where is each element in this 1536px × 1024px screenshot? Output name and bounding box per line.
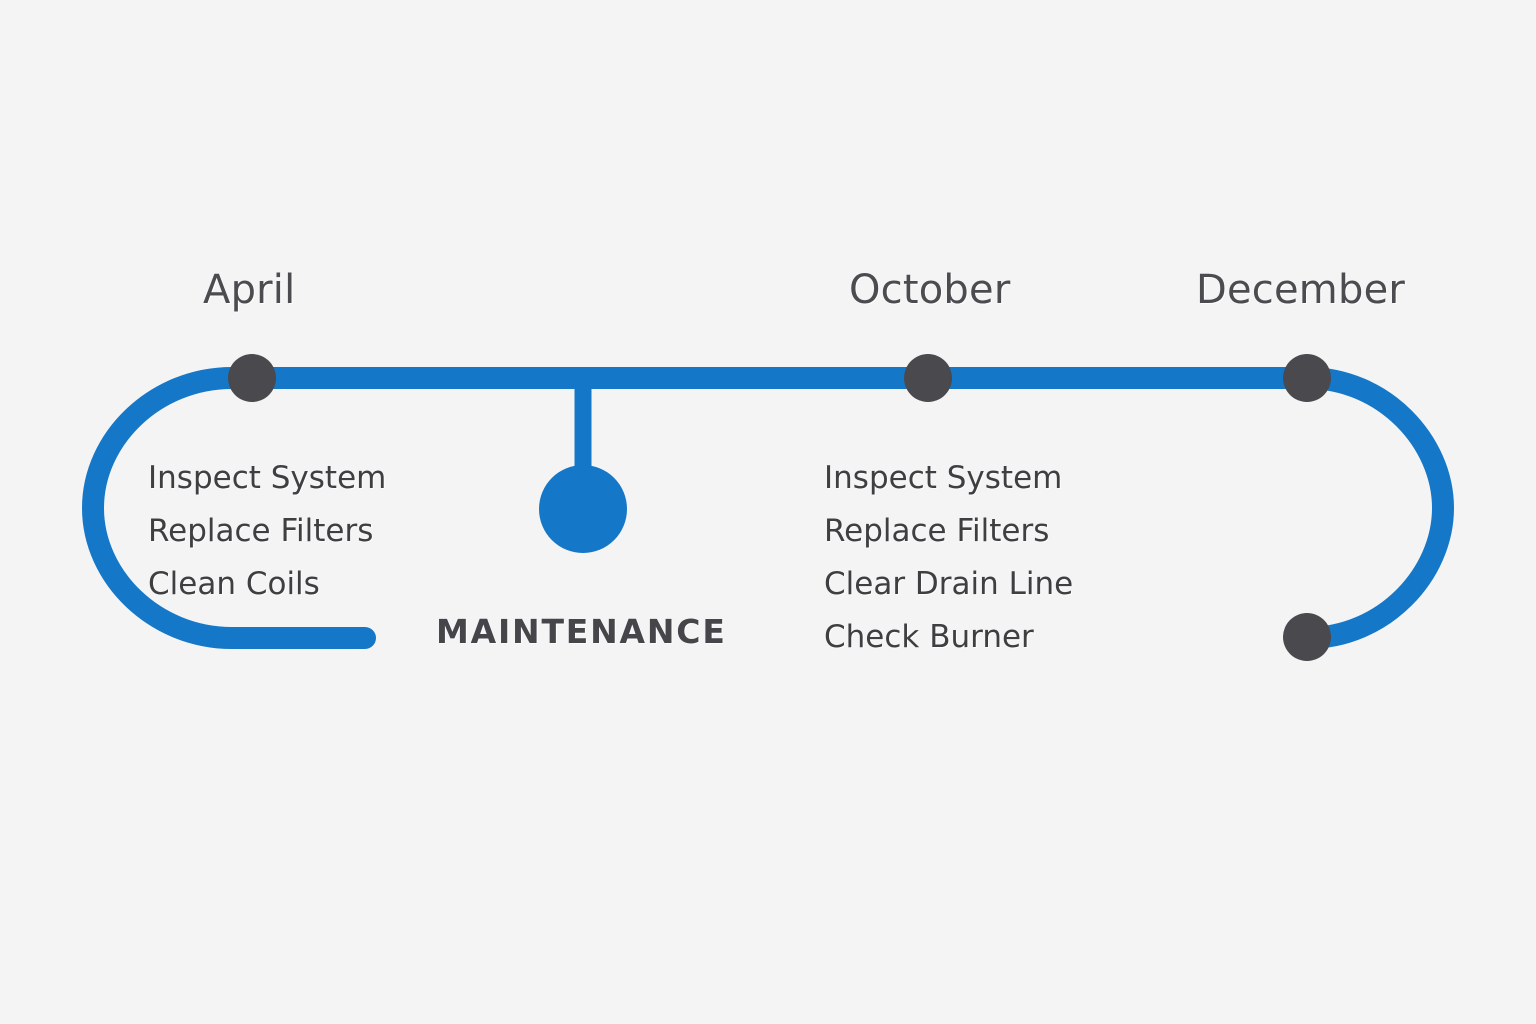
task-item: Check Burner xyxy=(824,619,1034,655)
milestone-dot-april[interactable] xyxy=(228,354,276,402)
center-label-maintenance: MAINTENANCE xyxy=(436,612,727,651)
task-item: Replace Filters xyxy=(824,513,1050,549)
milestone-heading-april: April xyxy=(203,267,296,313)
center-node-blue-circle[interactable] xyxy=(539,465,627,553)
task-list-october: Inspect System Replace Filters Clear Dra… xyxy=(824,452,1073,664)
task-item: Inspect System xyxy=(824,460,1063,496)
task-item: Inspect System xyxy=(148,460,387,496)
milestone-dot-october[interactable] xyxy=(904,354,952,402)
milestone-heading-december: December xyxy=(1196,267,1406,313)
task-list-april: Inspect System Replace Filters Clean Coi… xyxy=(148,452,386,611)
milestone-dot-terminal[interactable] xyxy=(1283,613,1331,661)
milestone-heading-october: October xyxy=(849,267,1011,313)
task-item: Replace Filters xyxy=(148,513,374,549)
task-item: Clear Drain Line xyxy=(824,566,1074,602)
milestone-dot-december[interactable] xyxy=(1283,354,1331,402)
task-item: Clean Coils xyxy=(148,566,320,602)
